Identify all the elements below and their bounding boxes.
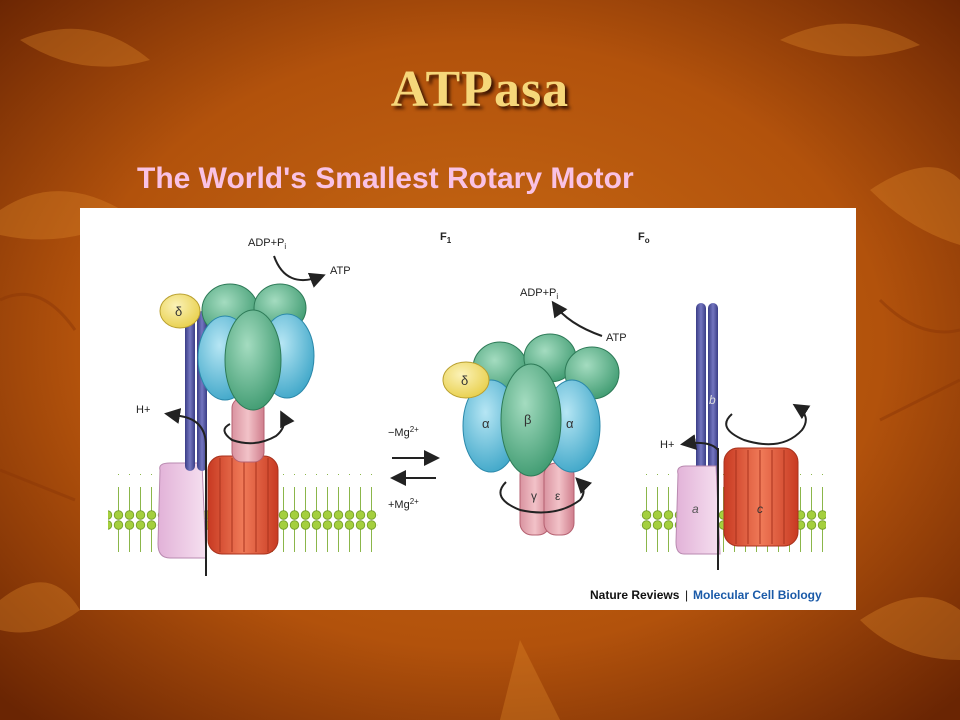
rotation-arrow-middle — [499, 477, 593, 514]
c-label: c — [757, 502, 763, 516]
a-subunit-left — [157, 462, 207, 559]
delta-subunit-middle — [442, 361, 490, 399]
credit-separator: | — [685, 588, 688, 602]
hydrolysis-arrow — [551, 300, 603, 337]
fo-header: Fo — [638, 231, 650, 245]
adp-label-middle: ADP+Pi — [520, 287, 558, 301]
c-ring-right — [723, 447, 799, 547]
left-panel-full-atp-synthase: δ H+ ADP+Pi ATP — [108, 237, 378, 576]
epsilon-label: ε — [555, 489, 561, 503]
hplus-label-right: H+ — [660, 439, 674, 451]
figure-credit: Nature Reviews | Molecular Cell Biology — [590, 588, 822, 602]
b-label: b — [709, 393, 716, 407]
delta-label-middle: δ — [461, 373, 468, 388]
rotation-arrow-right — [725, 403, 811, 446]
proton-path-arrow-left — [164, 408, 207, 576]
proton-path-arrow-right — [680, 434, 719, 451]
atp-label-left: ATP — [330, 265, 351, 277]
atp-synthase-diagram: δ H+ ADP+Pi ATP F1 Fo −Mg2+ +Mg2+ γ ε δ … — [108, 231, 826, 602]
middle-panel-f1: γ ε δ α β α ADP+Pi ATP — [442, 287, 627, 536]
atp-label-middle: ATP — [606, 332, 627, 344]
rotation-arrow-left — [223, 410, 295, 445]
peripheral-stalk-left-1 — [185, 311, 195, 471]
dissociation-equilibrium: −Mg2+ +Mg2+ — [388, 425, 440, 511]
right-panel-fo: b a c H+ — [640, 303, 826, 570]
alpha-label-left: α — [482, 416, 490, 431]
plus-mg-label: +Mg2+ — [388, 497, 419, 511]
atp-synthase-figure: δ H+ ADP+Pi ATP F1 Fo −Mg2+ +Mg2+ γ ε δ … — [80, 208, 856, 610]
a-label: a — [692, 502, 699, 516]
slide-title: ATPasa — [390, 61, 570, 118]
credit-journal: Nature Reviews — [590, 588, 680, 602]
a-subunit-right — [675, 465, 721, 555]
b-subunit-1 — [696, 303, 706, 478]
credit-subject: Molecular Cell Biology — [693, 588, 822, 602]
synthesis-arrow-left — [273, 255, 326, 288]
alpha-label-right: α — [566, 416, 574, 431]
beta-label: β — [524, 412, 531, 427]
hplus-label-left: H+ — [136, 404, 150, 416]
slide-subtitle: The World's Smallest Rotary Motor — [137, 162, 634, 195]
delta-subunit-left — [159, 293, 201, 329]
beta-subunit-front-left — [224, 309, 282, 411]
gamma-label: γ — [531, 489, 537, 503]
f1-header: F1 — [440, 231, 452, 245]
minus-mg-label: −Mg2+ — [388, 425, 419, 439]
adp-label-left: ADP+Pi — [248, 237, 286, 251]
delta-label-left: δ — [175, 304, 182, 319]
b-subunit-2 — [708, 303, 718, 478]
beta-subunit-middle — [500, 363, 562, 477]
